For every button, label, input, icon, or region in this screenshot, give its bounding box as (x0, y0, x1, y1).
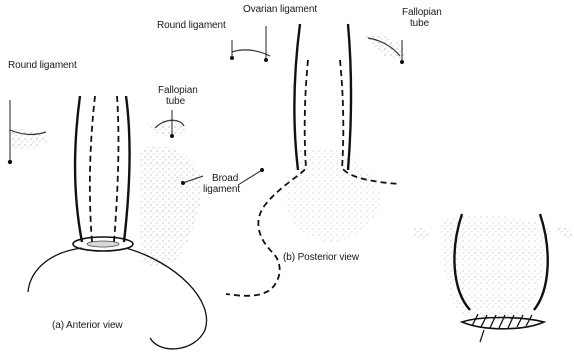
anterior-fallopian-tube-shading (150, 119, 186, 136)
ovarian-ligament-label: Ovarian ligament (243, 4, 317, 15)
posterior-solid-line-right (348, 24, 351, 170)
left-round-ligament-dot (8, 160, 12, 164)
closure-suture-tail (480, 330, 484, 342)
anterior-view-label: (a) Anterior view (52, 320, 123, 331)
broad-ligament-dot-right (260, 168, 264, 172)
broad-ligament-dot-left (181, 181, 185, 185)
anterior-cervix-inner (87, 241, 119, 247)
fallopian-tube-left-label-line2: tube (166, 96, 185, 107)
anterior-view-panel (8, 96, 207, 349)
posterior-solid-line-left (294, 24, 300, 170)
posterior-tissue-shading (285, 147, 380, 242)
round-ligament-left-label: Round ligament (8, 60, 77, 71)
ovarian-ligament-dot (264, 58, 268, 62)
fallopian-tube-right-label-line1: Fallopian (402, 7, 442, 18)
broad-ligament-pointer-right (238, 170, 262, 185)
posterior-round-ligament (232, 50, 270, 56)
broad-ligament-label-line1: Broad (212, 173, 238, 184)
closure-side-shading-right (556, 226, 572, 239)
fallopian-tube-right-label-line2: tube (410, 18, 429, 29)
closure-side-shading-left (412, 228, 430, 239)
round-ligament-top-label: Round ligament (157, 20, 226, 31)
anterior-solid-line-left (75, 96, 82, 242)
anterior-dashed-line-left (90, 96, 95, 242)
anterior-needle-left (28, 248, 82, 292)
posterior-view-label: (b) Posterior view (283, 252, 359, 263)
fallopian-tube-left-label-line1: Fallopian (158, 85, 198, 96)
anterior-tissue-shading (140, 146, 201, 266)
anterior-fallopian-dot (170, 134, 174, 138)
closure-panel (412, 214, 572, 342)
posterior-fallopian-dot (400, 60, 404, 64)
posterior-round-ligament-dot (230, 56, 234, 60)
anterior-solid-line-right (124, 96, 130, 242)
anterior-dashed-line-right (114, 96, 118, 242)
broad-ligament-label-line2: ligament (203, 184, 240, 195)
